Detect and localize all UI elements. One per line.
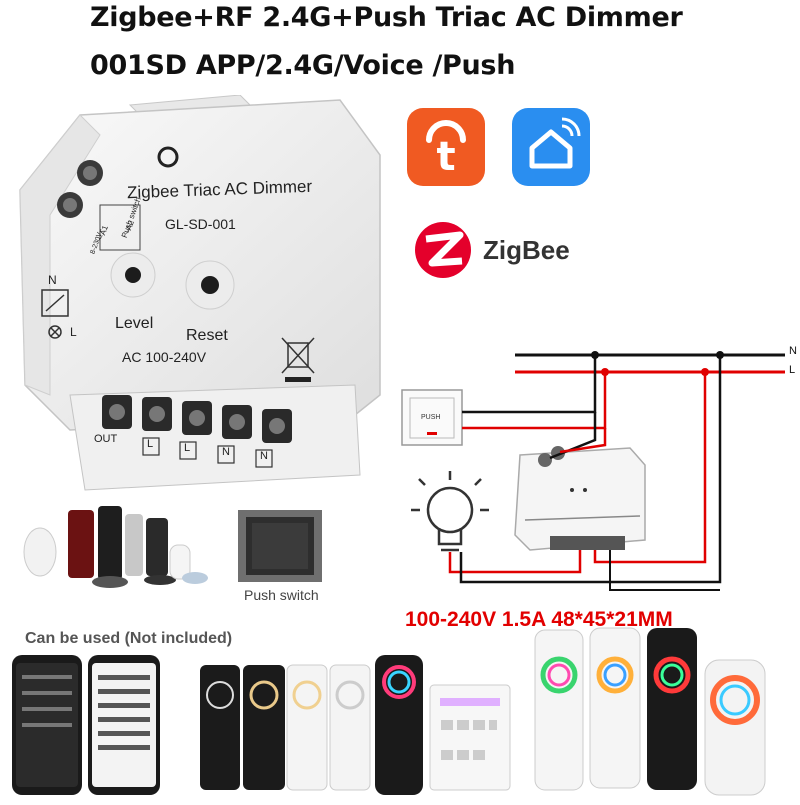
title-line-1: Zigbee+RF 2.4G+Push Triac AC Dimmer	[90, 2, 683, 33]
terminal-n1-label: N	[222, 446, 230, 458]
tuya-app-icon: t	[407, 108, 485, 186]
terminal-out-label: OUT	[94, 433, 118, 445]
svg-text:t: t	[436, 134, 455, 180]
device-l-symbol: L	[70, 325, 77, 339]
compatibility-caption: Can be used (Not included)	[25, 630, 233, 647]
smart-life-app-icon	[512, 108, 590, 186]
title-line-2: 001SD APP/2.4G/Voice /Push	[90, 50, 516, 81]
spec-line: 100-240V 1.5A 48*45*21MM	[405, 608, 673, 631]
terminal-l2-label: L	[184, 442, 191, 454]
l-line-label: L	[789, 364, 796, 376]
reset-button-label: Reset	[186, 327, 228, 344]
light-bulb-icon	[411, 471, 489, 552]
wiring-diagram: N L PUSH	[395, 340, 800, 600]
terminal-l1-label: L	[147, 438, 154, 450]
remote-controls-image	[195, 620, 795, 800]
dimmer-module-drawing	[19, 94, 381, 491]
zigbee-label: ZigBee	[483, 235, 570, 265]
smart-speakers-image	[20, 500, 220, 590]
device-n-symbol: N	[48, 273, 57, 287]
dimmer-module-image: Zigbee Triac AC Dimmer GL-SD-001 Level R…	[10, 94, 410, 510]
push-switch-image	[232, 508, 328, 584]
n-line-label: N	[789, 345, 797, 357]
phone-app-screens-image	[10, 655, 180, 800]
push-switch-caption: Push switch	[244, 587, 319, 603]
device-model-label: GL-SD-001	[165, 216, 236, 232]
level-button-label: Level	[115, 315, 154, 332]
zigbee-logo: ZigBee	[410, 215, 590, 285]
push-label: PUSH	[421, 414, 441, 421]
terminal-n2-label: N	[260, 450, 268, 462]
voltage-label: AC 100-240V	[122, 349, 207, 365]
